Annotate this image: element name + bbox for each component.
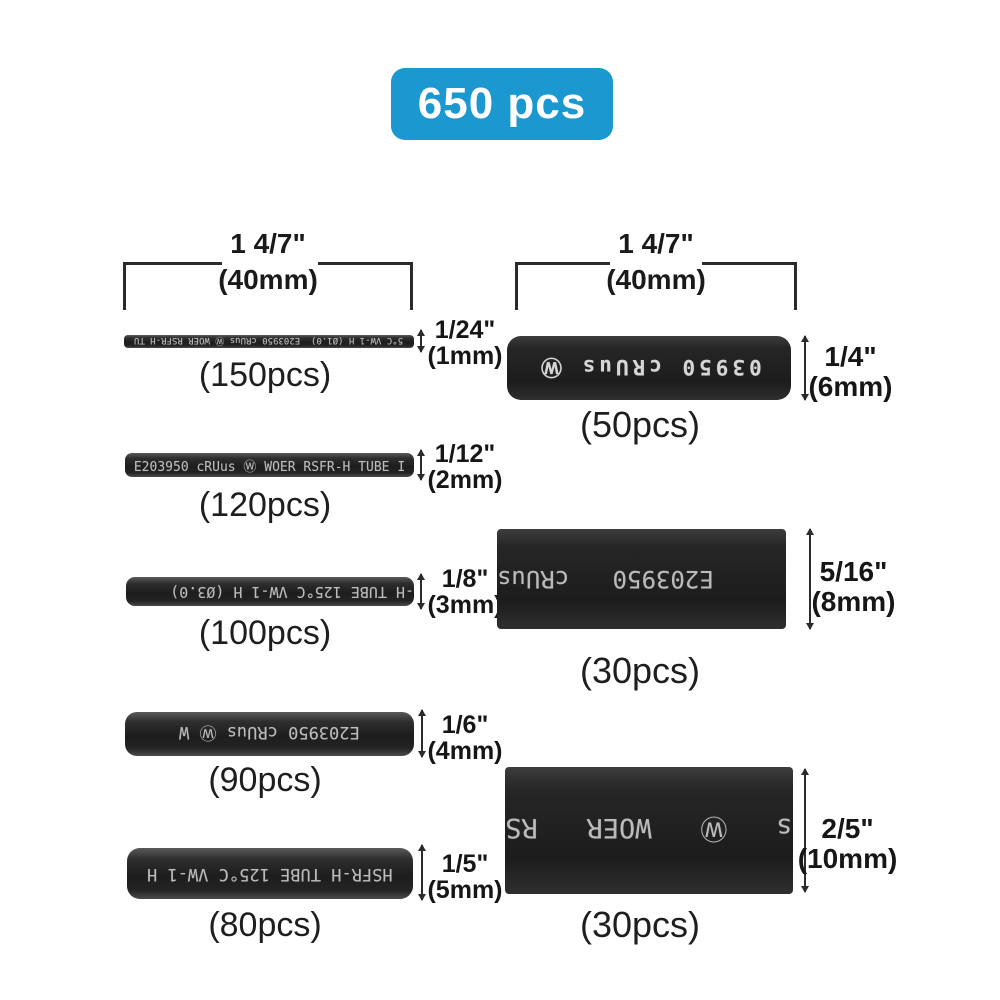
tube-2mm-image: E203950 cRUus Ⓦ WOER RSFR-H TUBE I — [125, 453, 414, 477]
total-count-label: 650 pcs — [417, 79, 587, 128]
height-arrow-10mm — [801, 768, 809, 893]
tube-5mm-print-text: HSFR-H TUBE 125°C VW-1 H — [147, 863, 393, 884]
tube-8mm-image: E203950 cRUus — [497, 529, 786, 629]
dim-bracket-left-line — [123, 262, 222, 265]
dim-bracket-right-line — [515, 262, 610, 265]
tube-10mm-image: us Ⓦ WOER RSF — [505, 767, 793, 894]
size-mm-5mm: (5mm) — [427, 876, 503, 904]
size-mm-10mm: (10mm) — [797, 843, 898, 874]
height-arrow-5mm — [418, 844, 426, 901]
size-inches-10mm: 2/5" — [821, 813, 874, 844]
size-inches-6mm: 1/4" — [824, 341, 877, 372]
count-label-8mm: (30pcs) — [579, 650, 701, 691]
size-label-3mm: 1/8" (3mm) — [425, 566, 505, 618]
size-label-5mm: 1/5" (5mm) — [425, 851, 505, 903]
size-inches-1mm: 1/24" — [434, 316, 496, 344]
dim-left-mm: (40mm) — [218, 264, 318, 295]
height-arrow-2mm — [417, 449, 425, 481]
size-label-4mm: 1/6" (4mm) — [425, 712, 505, 764]
tube-1mm-print-text: 5°C VW-1 H (Ø1.0) E203950 cRUus Ⓦ WOER R… — [134, 335, 404, 345]
height-arrow-8mm — [806, 528, 814, 630]
size-label-8mm: 5/16" (8mm) — [806, 557, 901, 617]
tube-6mm-image: 03950 cRUus Ⓦ — [507, 336, 791, 400]
count-label-5mm: (80pcs) — [208, 906, 322, 944]
tube-8mm-print-text: E203950 cRUus — [497, 565, 786, 593]
dim-bracket-right-end — [515, 262, 518, 310]
tube-1mm-image: 5°C VW-1 H (Ø1.0) E203950 cRUus Ⓦ WOER R… — [124, 335, 414, 348]
size-inches-5mm: 1/5" — [441, 850, 489, 878]
dim-bracket-right-line — [702, 262, 797, 265]
dim-right-inches: 1 4/7" — [618, 228, 694, 259]
size-label-10mm: 2/5" (10mm) — [795, 814, 900, 874]
height-arrow-6mm — [801, 335, 809, 401]
tube-3mm-print-text: FR-H TUBE 125°C VW-1 H (Ø3.0) E — [170, 582, 414, 601]
size-mm-2mm: (2mm) — [427, 466, 503, 494]
dim-bracket-left-end — [410, 262, 413, 310]
count-label-4mm: (90pcs) — [208, 761, 322, 799]
size-mm-4mm: (4mm) — [427, 737, 503, 765]
count-label-3mm: (100pcs) — [198, 614, 332, 652]
height-arrow-1mm — [417, 329, 425, 353]
size-mm-6mm: (6mm) — [808, 371, 893, 402]
size-inches-8mm: 5/16" — [819, 556, 888, 587]
tube-10mm-print-text: us Ⓦ WOER RSF — [505, 812, 793, 843]
tube-2mm-print-text: E203950 cRUus Ⓦ WOER RSFR-H TUBE I — [133, 459, 406, 475]
size-inches-3mm: 1/8" — [441, 565, 489, 593]
dim-bracket-left-line — [318, 262, 413, 265]
size-label-1mm: 1/24" (1mm) — [425, 317, 505, 369]
count-label-2mm: (120pcs) — [198, 486, 332, 524]
tube-6mm-print-text: 03950 cRUus Ⓦ — [536, 355, 762, 379]
tube-3mm-image: FR-H TUBE 125°C VW-1 H (Ø3.0) E — [126, 577, 414, 606]
count-label-10mm: (30pcs) — [579, 904, 701, 945]
size-mm-1mm: (1mm) — [427, 342, 503, 370]
tube-4mm-print-text: E203950 cRUus Ⓦ W — [179, 721, 360, 742]
dim-bracket-right-end — [794, 262, 797, 310]
dim-left-inches: 1 4/7" — [230, 228, 306, 259]
size-mm-3mm: (3mm) — [427, 591, 503, 619]
size-inches-4mm: 1/6" — [441, 711, 489, 739]
size-inches-2mm: 1/12" — [434, 440, 496, 468]
size-mm-8mm: (8mm) — [811, 586, 896, 617]
count-label-1mm: (150pcs) — [198, 356, 332, 394]
height-arrow-3mm — [417, 573, 425, 610]
tube-4mm-image: E203950 cRUus Ⓦ W — [125, 712, 414, 756]
height-arrow-4mm — [418, 709, 426, 758]
size-label-6mm: 1/4" (6mm) — [808, 342, 893, 402]
dim-right-mm: (40mm) — [606, 264, 706, 295]
count-label-6mm: (50pcs) — [579, 404, 701, 445]
total-count-badge: 650 pcs — [391, 68, 613, 140]
size-label-2mm: 1/12" (2mm) — [425, 441, 505, 493]
dim-bracket-left-end — [123, 262, 126, 310]
tube-5mm-image: HSFR-H TUBE 125°C VW-1 H — [127, 848, 413, 899]
